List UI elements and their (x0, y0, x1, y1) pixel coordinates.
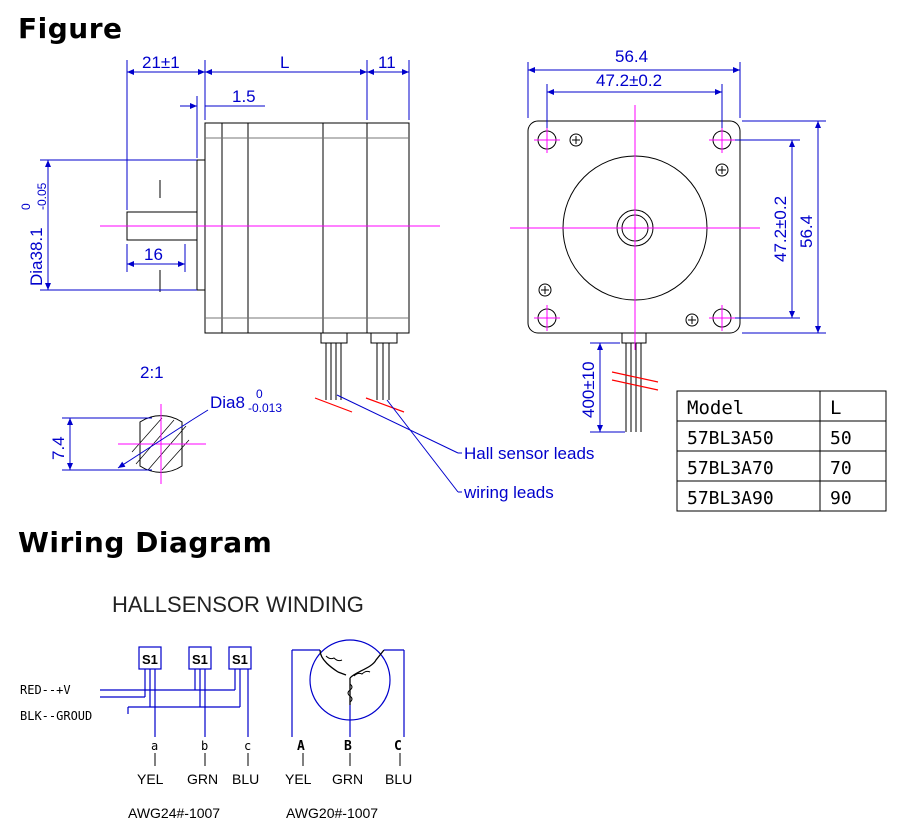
table-cell-model: 57BL3A50 (687, 428, 774, 449)
hole-spacing-h-dim: 47.2±0.2 (596, 71, 662, 90)
wiring-heading: Wiring Diagram (18, 526, 273, 559)
winding-pin-label: A (297, 739, 305, 754)
hall-color-label: YEL (137, 771, 164, 787)
sensor-label: S1 (142, 652, 158, 667)
hall-color-label: BLU (232, 771, 259, 787)
winding-coils (319, 649, 385, 705)
table-cell-l: 70 (830, 458, 852, 479)
winding-color-label: YEL (285, 771, 312, 787)
hall-pin-label: a (151, 739, 158, 753)
flat-length-dim: 16 (144, 245, 163, 264)
winding-symbol (291, 639, 405, 737)
table-cell-model: 57BL3A90 (687, 488, 774, 509)
front-flange (527, 120, 741, 334)
sensor-label: S1 (232, 652, 248, 667)
flange-thickness-dim: 1.5 (232, 87, 256, 106)
shaft-section (118, 404, 206, 484)
table-cell-l: 50 (830, 428, 852, 449)
shaft-length-dim: 21±1 (142, 53, 180, 72)
winding-color-label: GRN (332, 771, 363, 787)
wiring-title: HALLSENSOR WINDING (112, 592, 364, 617)
table-cell-model: 57BL3A70 (687, 458, 774, 479)
shaft-tol-lower: -0.013 (248, 401, 282, 415)
awg-hall-label: AWG24#-1007 (128, 805, 220, 821)
hall-pin-label: b (201, 739, 208, 753)
blk-wire-label: BLK--GROUD (20, 709, 92, 723)
coil-turns (325, 655, 371, 703)
side-view (126, 122, 410, 400)
hall-pin-label: c (244, 739, 251, 753)
flat-height-dim: 7.4 (49, 436, 68, 460)
table-header-l: L (830, 397, 841, 419)
winding-color-label: BLU (385, 771, 412, 787)
pilot-tol-lower: -0.05 (35, 182, 49, 210)
table-cell-l: 90 (830, 488, 852, 509)
front-height-dim: 56.4 (797, 215, 816, 248)
hole-spacing-v-dim: 47.2±0.2 (771, 196, 790, 262)
pilot (196, 159, 206, 291)
sensor-label: S1 (192, 652, 208, 667)
pilot-tol-upper: 0 (19, 203, 33, 210)
hall-color-label: GRN (187, 771, 218, 787)
figure-heading: Figure (18, 12, 123, 45)
lead-length-dim: 400±10 (579, 361, 598, 418)
rear-length-dim: 11 (378, 53, 396, 72)
body-length-dim: L (280, 53, 289, 72)
awg-winding-label: AWG20#-1007 (286, 805, 378, 821)
motor-body (204, 122, 410, 334)
detail-scale: 2:1 (140, 363, 164, 382)
shaft-dia-dim: Dia8 (210, 393, 245, 412)
winding-pin-label: C (394, 739, 402, 754)
pilot-dia-dim: Dia38.1 (27, 227, 46, 286)
model-table: Model L 57BL3A50 50 57BL3A70 70 57BL3A90… (676, 390, 887, 512)
red-wire-label: RED--+V (20, 683, 71, 697)
table-header-model: Model (687, 397, 744, 419)
hall-leads-callout: Hall sensor leads (464, 444, 594, 463)
front-width-dim: 56.4 (615, 47, 648, 66)
winding-pin-label: B (344, 739, 352, 754)
hall-sensors (100, 646, 252, 737)
shaft-tol-upper: 0 (256, 387, 263, 401)
wiring-leads-callout: wiring leads (463, 483, 554, 502)
